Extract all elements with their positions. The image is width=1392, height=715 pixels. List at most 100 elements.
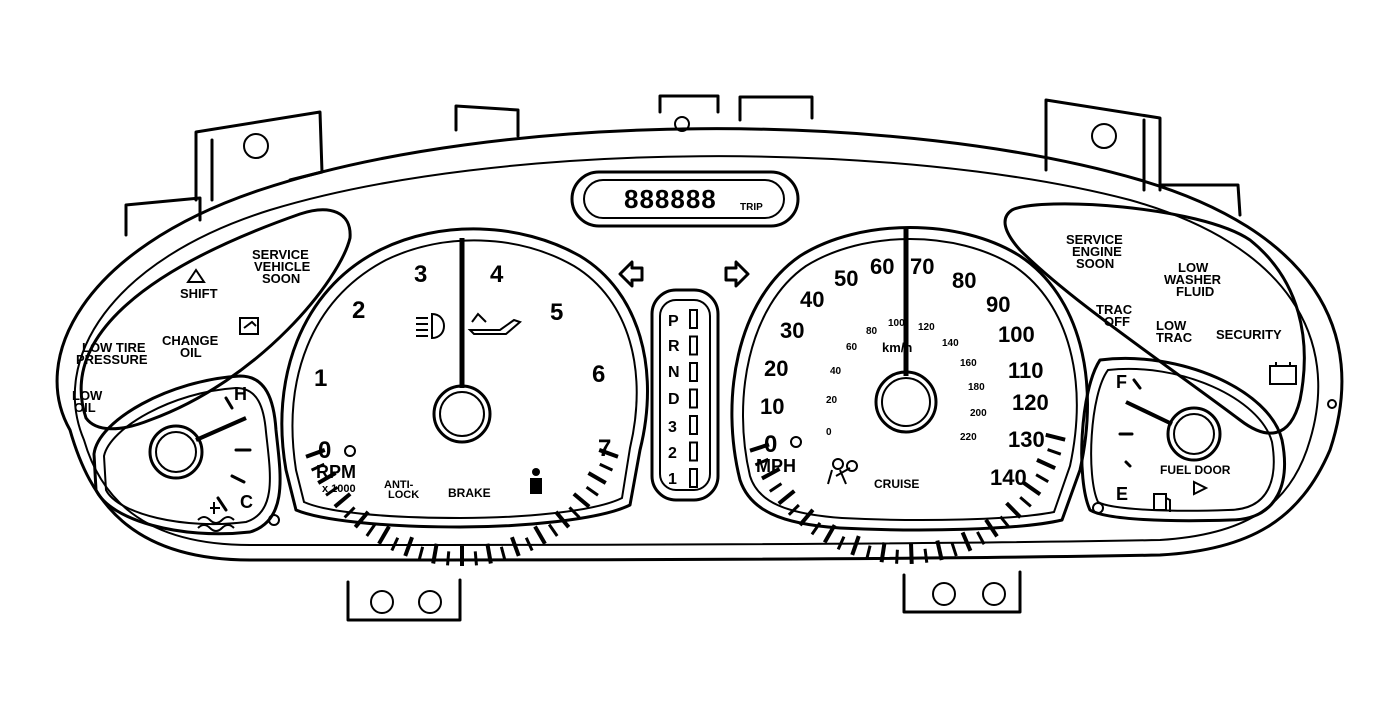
tach-tick <box>598 448 619 459</box>
speed-tick <box>909 543 914 564</box>
tach-tick <box>572 492 591 509</box>
low-oil-line-1: LOW <box>72 388 103 403</box>
left-warnings: LOW OIL LOW TIRE PRESSURE CHANGE OIL SHI… <box>72 247 311 415</box>
gear-indicator-slot <box>689 441 698 462</box>
tach-tick <box>325 485 339 497</box>
speed-tick <box>1019 496 1032 508</box>
gear-indicator-slot <box>689 415 698 435</box>
inner-bezel <box>73 155 1320 547</box>
speed-tick <box>777 489 796 506</box>
tach-tick <box>533 525 547 545</box>
odometer-trip-label: TRIP <box>740 202 763 213</box>
kmh-label-200: 200 <box>970 408 987 419</box>
gear-1: 1 <box>668 471 677 488</box>
service-vehicle-line-3: SOON <box>262 271 300 286</box>
temp-hot-label: H <box>234 384 247 404</box>
kmh-label-0: 0 <box>826 427 832 438</box>
speed-tick <box>935 540 944 561</box>
gear-2: 2 <box>668 445 677 462</box>
tachometer-hub <box>432 384 492 444</box>
mph-label-130: 130 <box>1008 427 1045 452</box>
tach-label-6: 6 <box>592 361 605 388</box>
tach-label-4: 4 <box>490 261 504 288</box>
speed-tick <box>787 503 800 516</box>
outer-housing <box>55 127 1344 562</box>
low-washer-line-1: LOW <box>1178 260 1209 275</box>
low-washer-line-3: FLUID <box>1176 284 1214 299</box>
anti-lock-line-2: LOCK <box>388 489 419 501</box>
kmh-label-100: 100 <box>888 318 905 329</box>
low-trac-line-2: TRAC <box>1156 330 1193 345</box>
odometer: 888888 TRIP <box>570 170 800 228</box>
tach-tick <box>343 506 356 519</box>
gear-d: D <box>668 391 680 408</box>
tach-label-2: 2 <box>352 297 365 324</box>
mph-label-50: 50 <box>834 266 858 291</box>
speed-tick <box>836 535 846 550</box>
service-engine-line-2: ENGINE <box>1072 244 1122 259</box>
tach-tick <box>353 510 370 529</box>
tach-tick <box>310 462 325 472</box>
tach-tick <box>403 536 414 557</box>
tach-multiplier: x 1000 <box>322 483 356 495</box>
tach-tick <box>510 536 521 557</box>
change-oil-line-1: CHANGE <box>162 333 219 348</box>
speed-tick <box>950 542 958 557</box>
speed-tick <box>999 515 1011 529</box>
kmh-label-120: 120 <box>918 322 935 333</box>
gear-p: P <box>668 313 679 330</box>
tach-tick <box>585 485 599 497</box>
kmh-label-60: 60 <box>846 342 858 353</box>
fuel-door-label: FUEL DOOR <box>1160 463 1231 477</box>
gear-indicator-slot <box>689 468 698 488</box>
tach-tick <box>499 546 507 561</box>
speed-tick <box>984 518 999 538</box>
speed-tick <box>1047 448 1062 456</box>
tachometer: 0 1 2 3 4 5 6 7 RPM x 1000 <box>280 227 649 566</box>
kmh-label-220: 220 <box>960 432 977 443</box>
gear-n: N <box>668 364 680 381</box>
speed-tick <box>1035 473 1049 483</box>
airbag-icon <box>827 458 858 485</box>
service-vehicle-line-1: SERVICE <box>252 247 309 262</box>
gear-indicator-slot <box>689 388 698 409</box>
bracket-bottom-left <box>346 578 462 622</box>
mph-label-40: 40 <box>800 287 824 312</box>
gear-3: 3 <box>668 419 677 436</box>
tach-tick <box>317 471 337 485</box>
wrench-box-icon <box>239 317 259 335</box>
speedometer: 0 10 20 30 40 50 60 70 80 90 100 110 120… <box>730 226 1089 564</box>
mph-label-100: 100 <box>998 322 1035 347</box>
mph-label-10: 10 <box>760 394 784 419</box>
speed-tick <box>749 442 770 453</box>
tach-tick <box>305 448 326 459</box>
mph-label-80: 80 <box>952 268 976 293</box>
service-engine-line-1: SERVICE <box>1066 232 1123 247</box>
low-oil-line-2: OIL <box>74 400 96 415</box>
low-trac-line-1: LOW <box>1156 318 1187 333</box>
tach-unit: RPM <box>316 462 356 482</box>
speed-tick <box>798 508 815 527</box>
turn-left-arrow-icon <box>618 260 644 288</box>
speedometer-hub <box>874 370 938 434</box>
speed-tick <box>1036 458 1056 471</box>
speed-tick <box>1005 501 1022 519</box>
kmh-label-140: 140 <box>942 338 959 349</box>
anti-lock-line-1: ANTI- <box>384 479 414 491</box>
bracket-bottom-right <box>902 570 1022 614</box>
trac-off-line-2: OFF <box>1104 314 1130 329</box>
tach-tick <box>554 510 571 529</box>
right-warnings: SERVICE ENGINE SOON LOW WASHER FLUID TRA… <box>1066 232 1282 345</box>
shift-label: SHIFT <box>180 286 218 301</box>
tach-tick <box>390 537 400 552</box>
tach-tick <box>473 551 478 566</box>
tach-label-3: 3 <box>414 261 427 288</box>
mph-label-0: 0 <box>764 431 777 458</box>
kmh-label-40: 40 <box>830 366 842 377</box>
tach-tick <box>446 551 451 566</box>
headlight-icon <box>416 312 445 340</box>
cruise-label: CRUISE <box>874 477 919 491</box>
tach-tick <box>524 537 534 552</box>
tach-tick <box>599 462 614 472</box>
